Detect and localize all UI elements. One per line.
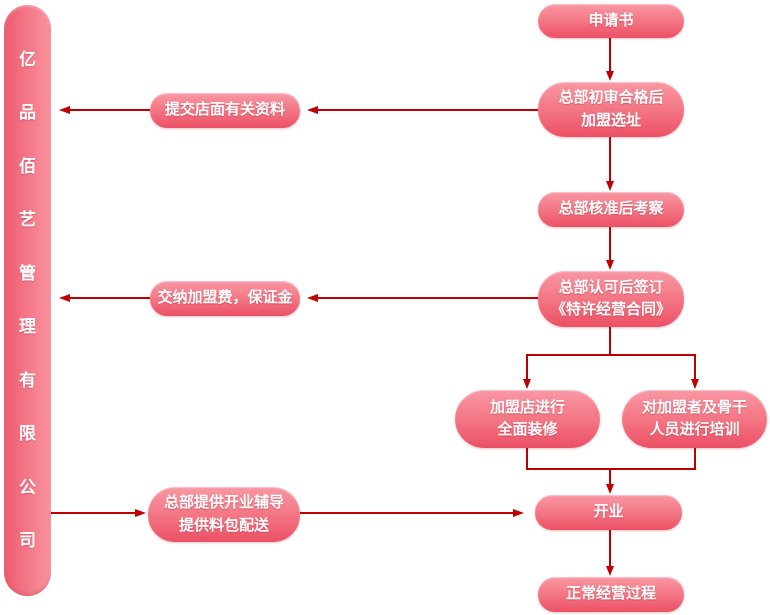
company-name-char: 限 [19, 424, 36, 444]
arrowhead-contract-to-pay [307, 294, 318, 302]
arrow-training-to-merge [694, 448, 696, 470]
arrowhead-support-to-opening [513, 509, 524, 517]
arrowhead-merge-to-opening [606, 484, 614, 494]
company-name-char: 公 [19, 477, 36, 497]
node-submit-materials: 提交店面有关资料 [150, 93, 300, 128]
split-connector [526, 354, 696, 356]
node-opening-support: 总部提供开业辅导 提供料包配送 [148, 487, 300, 542]
arrowhead-split-to-training [691, 379, 699, 389]
node-training: 对加盟者及骨干 人员进行培训 [622, 390, 767, 448]
company-name-char: 佰 [19, 156, 36, 176]
node-site-selection: 总部初审合格后 加盟选址 [538, 82, 684, 137]
node-inspection: 总部核准后考察 [538, 192, 684, 227]
company-name-bar: 亿 品 佰 艺 管 理 有 限 公 司 [4, 5, 51, 596]
company-name-char: 有 [19, 370, 36, 390]
arrow-contract-to-split [609, 327, 611, 356]
arrow-support-to-opening [300, 512, 513, 514]
node-renovation: 加盟店进行 全面装修 [455, 390, 600, 448]
company-name-char: 艺 [19, 210, 36, 230]
arrow-pay-to-company [70, 297, 150, 299]
arrowhead-opening-to-normal [606, 566, 614, 576]
arrow-split-to-renovation [526, 354, 528, 380]
arrow-renovation-to-merge [526, 448, 528, 470]
node-pay-fees: 交纳加盟费，保证金 [150, 281, 300, 316]
arrowhead-application-to-site [606, 71, 614, 81]
company-name-char: 亿 [19, 50, 36, 69]
arrowhead-company-to-support [135, 509, 146, 517]
merge-connector [526, 468, 696, 470]
arrow-site-to-submit [318, 109, 538, 111]
arrow-inspection-to-contract [609, 227, 611, 261]
company-name-char: 管 [19, 263, 36, 283]
company-name-char: 理 [19, 317, 36, 337]
arrow-submit-to-company [70, 109, 150, 111]
node-normal-operation: 正常经营过程 [538, 577, 684, 612]
arrow-merge-to-opening [609, 470, 611, 484]
arrow-opening-to-normal [609, 530, 611, 567]
arrowhead-site-to-inspection [606, 181, 614, 191]
node-sign-contract: 总部认可后签订 《特许经营合同》 [538, 271, 684, 327]
arrowhead-inspection-to-contract [606, 260, 614, 270]
arrow-application-to-site [609, 38, 611, 72]
arrow-company-to-support [51, 512, 135, 514]
arrow-contract-to-pay [318, 297, 538, 299]
arrow-split-to-training [694, 354, 696, 380]
node-opening: 开业 [535, 495, 682, 530]
company-name-char: 品 [19, 103, 36, 123]
arrowhead-site-to-submit [307, 106, 318, 114]
company-name-char: 司 [19, 530, 36, 550]
arrowhead-split-to-renovation [523, 379, 531, 389]
node-application: 申请书 [538, 4, 684, 38]
arrow-site-to-inspection [609, 137, 611, 182]
arrowhead-submit-to-company [59, 106, 70, 114]
arrowhead-pay-to-company [59, 294, 70, 302]
